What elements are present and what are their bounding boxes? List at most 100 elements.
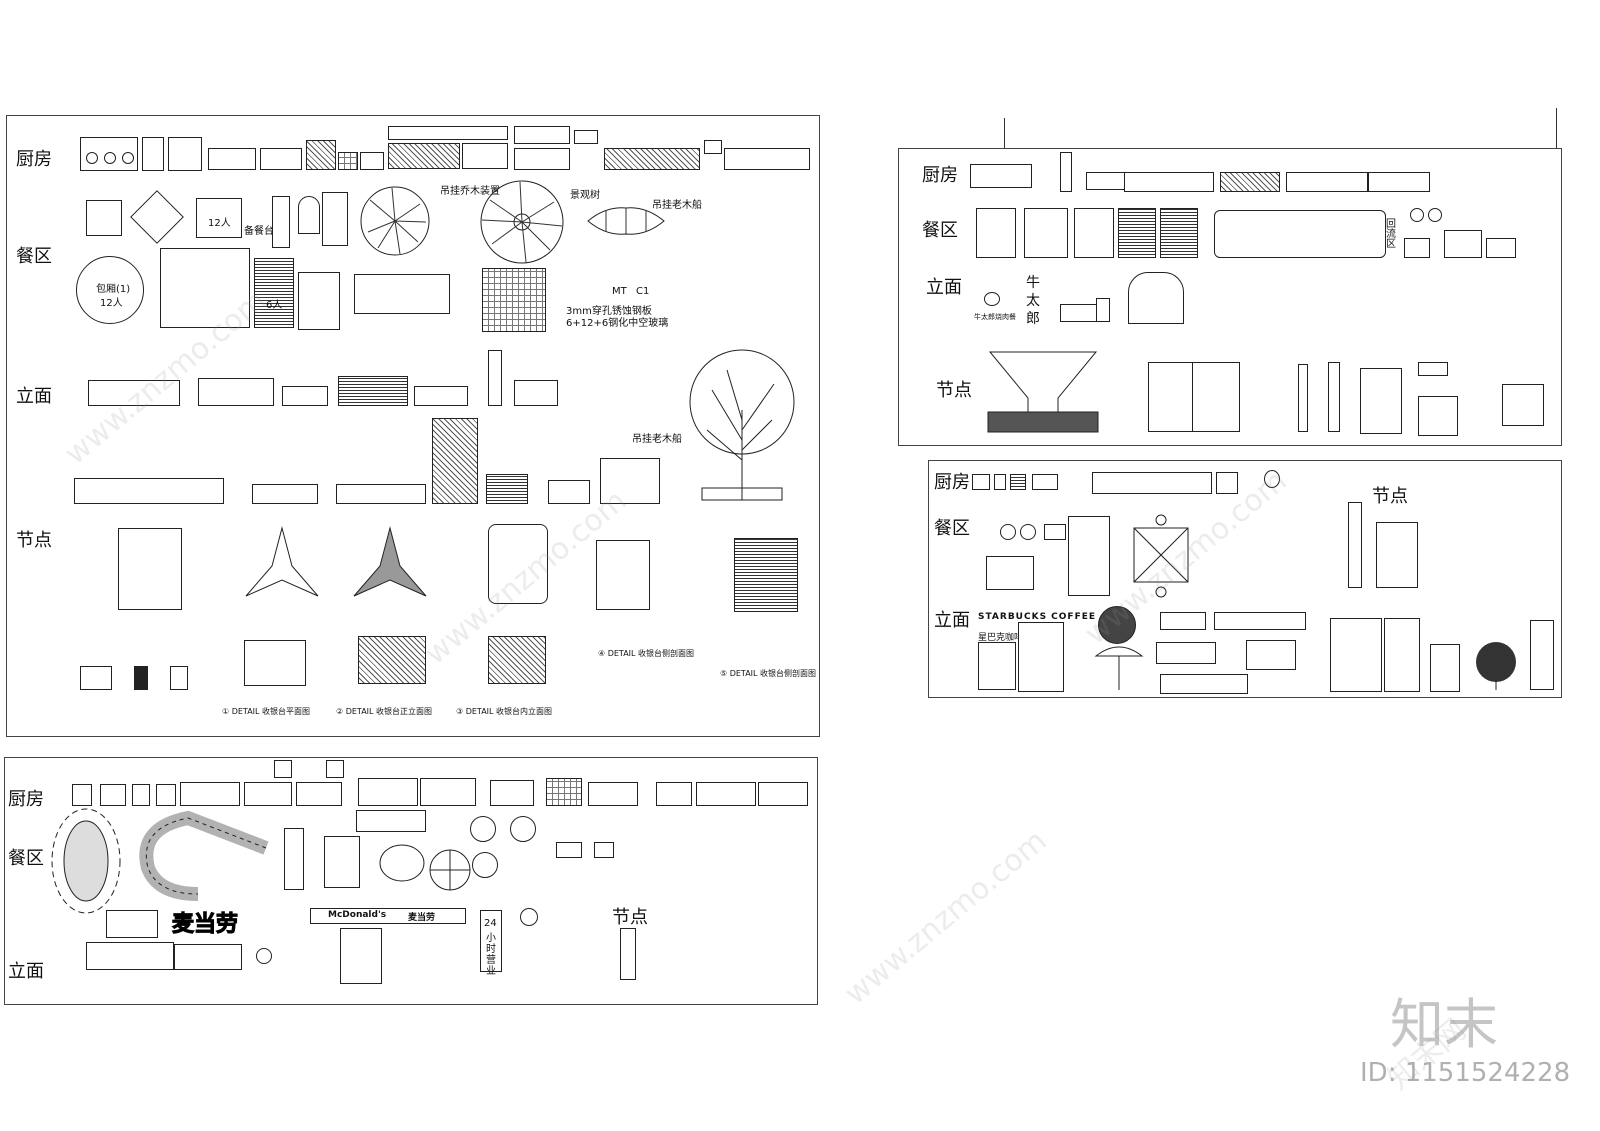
counter-block [1032, 474, 1058, 490]
booth-elevation [486, 474, 528, 504]
table-block [1044, 524, 1066, 540]
hours-line-5: 业 [486, 966, 496, 977]
counter-block [388, 126, 508, 140]
counter-block [296, 782, 342, 806]
counter-block [1060, 152, 1072, 192]
detail-5-caption: ⑤ DETAIL 收银台侧剖面图 [720, 669, 817, 678]
stove-block [514, 148, 570, 170]
table-block [1068, 516, 1110, 596]
cashier-section [734, 538, 798, 612]
booth-block [1118, 208, 1156, 258]
sheet1-kitchen-label: 厨房 [16, 149, 52, 170]
counter-block [244, 782, 292, 806]
cashier-elevation [488, 636, 546, 684]
counter-block [1216, 472, 1238, 494]
sushi-bar-block [1214, 210, 1386, 258]
cashier-detail [80, 666, 112, 690]
table-block [160, 248, 250, 328]
table-block [86, 200, 122, 236]
detail-section [1360, 368, 1402, 434]
counter-block [132, 784, 150, 806]
table-block [324, 836, 360, 888]
umbrella-table-plan [1133, 514, 1189, 598]
long-table-block [284, 828, 304, 890]
funnel-bar-section [987, 351, 1099, 433]
shelf-elevation [488, 350, 502, 406]
counter-block [338, 152, 358, 170]
table-elevation [1156, 642, 1216, 664]
old-boat-plan [587, 207, 665, 235]
table-block [1486, 238, 1516, 258]
shelf-section [1348, 502, 1362, 588]
counter-block [274, 760, 292, 778]
sheet3-node-label: 节点 [1372, 486, 1408, 507]
node-section [620, 928, 636, 980]
round-table-block [1020, 524, 1036, 540]
brand-subtitle: 牛太郎烧肉餐 [974, 313, 1016, 321]
counter-block [970, 164, 1032, 188]
round-table-block [1410, 208, 1424, 222]
cashier-detail [134, 666, 148, 690]
sheet4-elevation-label: 立面 [8, 961, 44, 982]
round-table-block [472, 852, 498, 878]
service-station-label: 备餐台 [244, 226, 274, 237]
footer-logo: 知末 [1390, 993, 1498, 1056]
counter-block [388, 143, 460, 169]
brand-char-3: 郎 [1026, 311, 1040, 327]
chair-elevation [1160, 612, 1206, 630]
counter-block [696, 782, 756, 806]
counter-block [358, 778, 418, 806]
counter-elevation [106, 910, 158, 938]
sheet3-elevation-label: 立面 [934, 610, 970, 631]
mcdonalds-signboard [310, 908, 466, 924]
burner-icon [86, 152, 98, 164]
oval-table-plan [379, 844, 425, 882]
table-elevation [414, 386, 468, 406]
hours-line-1: 24 [484, 918, 497, 929]
counter-elevation [1430, 644, 1460, 692]
people-elevation [600, 458, 660, 504]
private-room-label-2: 12人 [100, 298, 123, 309]
brand-char-2: 太 [1026, 293, 1040, 309]
counter-block [1220, 172, 1280, 192]
old-boat-label-2: 吊挂老木船 [632, 434, 682, 445]
plant-elevation [1476, 642, 1516, 690]
counter-block [462, 143, 508, 169]
counter-block [724, 148, 810, 170]
door-elevation [340, 928, 382, 984]
perforated-panel-block [482, 268, 546, 332]
star-seat-section [353, 526, 427, 597]
watermark: www.znzmo.com [838, 823, 1054, 1012]
counter-block [1286, 172, 1368, 192]
queue-label: 回 流 区 [1386, 219, 1396, 250]
counter-block [758, 782, 808, 806]
mcdonalds-cn-logo: 麦当劳 [171, 912, 239, 938]
counter-block [208, 148, 256, 170]
mascot-icon [520, 908, 538, 926]
table-elevation [548, 480, 590, 504]
cashier-detail [170, 666, 188, 690]
cabinet-elevation [432, 418, 478, 504]
landscape-tree-label: 景观树 [570, 190, 600, 201]
wine-shelf-elevation [1192, 362, 1240, 432]
brand-char-1: 牛 [1026, 275, 1040, 291]
counter-block [100, 784, 126, 806]
counter-block [260, 148, 302, 170]
old-boat-label: 吊挂老木船 [652, 200, 702, 211]
shelf-section [1328, 362, 1340, 432]
sheet3-dining-label: 餐区 [934, 518, 970, 539]
door-elevation [978, 642, 1016, 690]
art-device-tree-plan [360, 186, 430, 256]
umbrella-elevation [1094, 646, 1144, 690]
bar-stools-elevation [1160, 674, 1248, 694]
shelf-section [1298, 364, 1308, 432]
table-block [986, 556, 1034, 590]
cashier-section [488, 524, 548, 604]
hours-line-3: 时 [486, 944, 496, 955]
sheet4-kitchen-label: 厨房 [8, 789, 44, 810]
tree-elevation [689, 349, 795, 501]
hours-line-4: 营 [486, 955, 496, 966]
door-elevation [1018, 622, 1064, 692]
detail-2-caption: ② DETAIL 收银台正立面图 [336, 707, 433, 716]
burner-icon [122, 152, 134, 164]
